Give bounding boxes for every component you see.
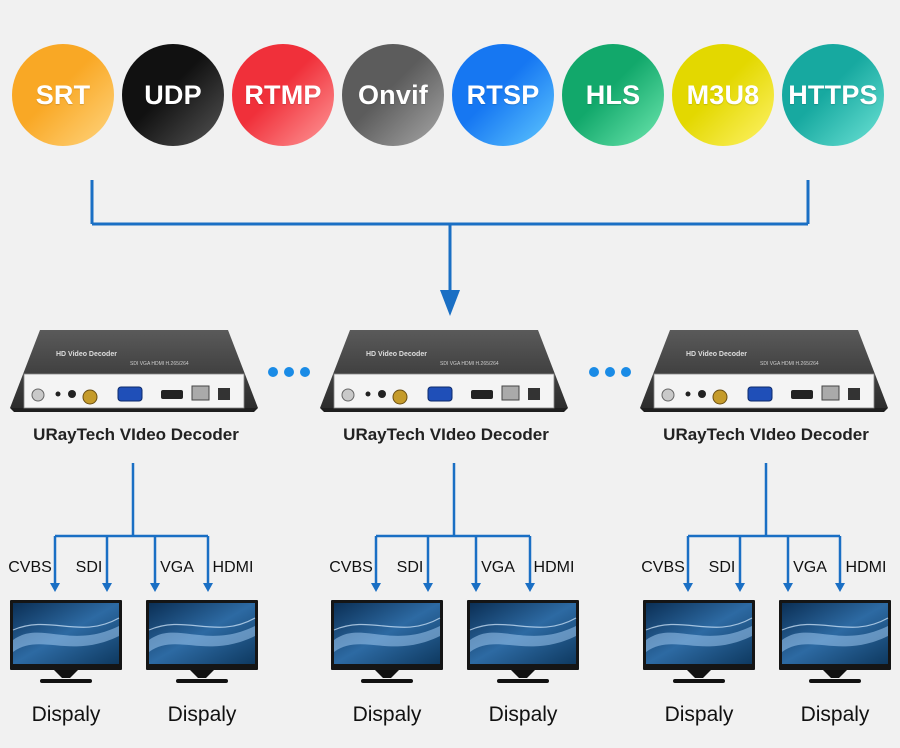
output-tree-1 — [53, 463, 210, 585]
ellipsis-dots — [268, 367, 631, 377]
device-label-1: URayTech VIdeo Decoder — [33, 425, 239, 444]
display-label: Dispaly — [800, 703, 870, 726]
display-monitor — [331, 600, 443, 683]
arrow-down-icon — [440, 290, 460, 316]
protocol-srt: SRT — [12, 44, 114, 146]
protocol-udp: UDP — [122, 44, 224, 146]
display-monitor — [643, 600, 755, 683]
display-monitor — [10, 600, 122, 683]
svg-text:SDI VGA HDMI H.265/264: SDI VGA HDMI H.265/264 — [130, 361, 189, 367]
display-monitor — [779, 600, 891, 683]
svg-text:HD Video Decoder: HD Video Decoder — [366, 351, 427, 358]
protocol-rtsp: RTSP — [452, 44, 554, 146]
protocol-label: M3U8 — [686, 79, 760, 110]
port-label-cvbs: CVBS — [641, 559, 685, 576]
output-arrows-1 — [50, 583, 213, 592]
port-label-vga: VGA — [481, 559, 515, 576]
protocol-label: SRT — [35, 79, 91, 110]
display-label: Dispaly — [352, 703, 422, 726]
display-monitor — [467, 600, 579, 683]
output-tree-3 — [686, 463, 842, 585]
device-label-2: URayTech VIdeo Decoder — [343, 425, 549, 444]
protocol-label: HLS — [585, 79, 641, 110]
port-label-hdmi: HDMI — [845, 559, 887, 576]
output-arrows-3 — [683, 583, 845, 592]
protocol-label: HTTPS — [788, 79, 878, 110]
protocol-hls: HLS — [562, 44, 664, 146]
device-label-3: URayTech VIdeo Decoder — [663, 425, 869, 444]
output-tree-2 — [374, 463, 532, 585]
decoder-device-2: HD Video Decoder SDI VGA HDMI H.265/264 — [320, 330, 568, 412]
port-label-sdi: SDI — [75, 559, 103, 576]
protocol-https: HTTPS — [782, 44, 884, 146]
input-connector — [90, 180, 810, 296]
decoder-device-3: HD Video Decoder SDI VGA HDMI H.265/264 — [640, 330, 888, 412]
display-monitor — [146, 600, 258, 683]
port-label-hdmi: HDMI — [533, 559, 575, 576]
protocol-label: UDP — [144, 79, 202, 110]
port-label-sdi: SDI — [708, 559, 736, 576]
protocol-label: RTSP — [466, 79, 540, 110]
protocol-label: RTMP — [244, 79, 322, 110]
protocol-label: Onvif — [357, 79, 428, 110]
protocol-m3u8: M3U8 — [672, 44, 774, 146]
port-label-hdmi: HDMI — [212, 559, 254, 576]
protocol-onvif: Onvif — [342, 44, 444, 146]
svg-text:SDI VGA HDMI H.265/264: SDI VGA HDMI H.265/264 — [760, 361, 819, 367]
port-label-sdi: SDI — [396, 559, 424, 576]
display-label: Dispaly — [31, 703, 101, 726]
port-label-vga: VGA — [160, 559, 194, 576]
display-label: Dispaly — [488, 703, 558, 726]
decoder-device-1: HD Video Decoder SDI VGA HDMI H.265/264 — [10, 330, 258, 412]
port-label-vga: VGA — [793, 559, 827, 576]
svg-text:HD Video Decoder: HD Video Decoder — [686, 351, 747, 358]
display-label: Dispaly — [664, 703, 734, 726]
svg-text:HD Video Decoder: HD Video Decoder — [56, 351, 117, 358]
display-label: Dispaly — [167, 703, 237, 726]
port-label-cvbs: CVBS — [8, 559, 52, 576]
svg-text:SDI VGA HDMI H.265/264: SDI VGA HDMI H.265/264 — [440, 361, 499, 367]
output-arrows-2 — [371, 583, 535, 592]
protocol-rtmp: RTMP — [232, 44, 334, 146]
port-label-cvbs: CVBS — [329, 559, 373, 576]
